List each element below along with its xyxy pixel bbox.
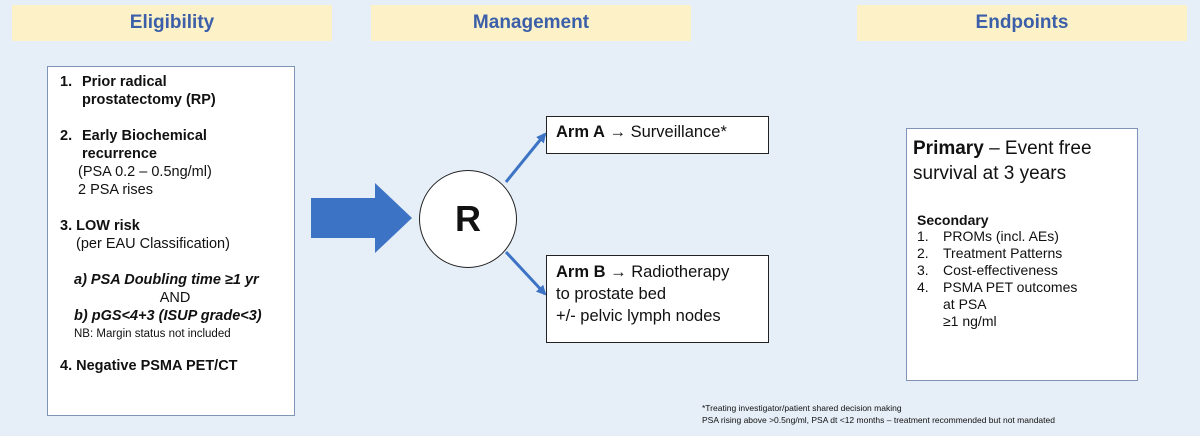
primary-endpoint: Primary – Event free survival at 3 years <box>913 138 1092 184</box>
elig-item-3: 3. LOW risk <box>60 218 140 234</box>
secondary-item: 3. Cost-effectiveness <box>917 262 1058 278</box>
arrow-to-arm-b <box>504 250 547 296</box>
secondary-title: Secondary <box>917 212 989 228</box>
secondary-item: 1. PROMs (incl. AEs) <box>917 228 1059 244</box>
elig-item-4: 4. Negative PSMA PET/CT <box>60 358 238 374</box>
eligibility-box: 1. Prior radical prostatectomy (RP) 2. E… <box>47 66 295 416</box>
endpoints-header: Endpoints <box>857 5 1187 41</box>
block-arrow-icon <box>311 183 412 253</box>
elig-item-1: 1. Prior radical prostatectomy (RP) <box>60 74 216 108</box>
eligibility-header: Eligibility <box>12 5 332 41</box>
arrow-right-icon: → <box>609 123 627 141</box>
secondary-item: 2. Treatment Patterns <box>917 245 1063 261</box>
arrow-to-arm-a <box>504 132 547 183</box>
elig-item-2: 2. Early Biochemical recurrence <box>60 128 207 162</box>
randomization-circle: R <box>419 170 517 268</box>
management-header: Management <box>371 5 691 41</box>
elig-criterion-a: a) PSA Doubling time ≥1 yr <box>74 272 259 288</box>
elig-note: NB: Margin status not included <box>74 328 231 340</box>
arm-a-box: Arm A → Surveillance* <box>546 116 769 154</box>
arrow-right-icon: → <box>610 263 627 281</box>
secondary-item: 4. PSMA PET outcomes at PSA ≥1 ng/ml <box>917 279 1078 329</box>
endpoints-box: Primary – Event free survival at 3 years… <box>906 128 1138 381</box>
arm-b-box: Arm B → Radiotherapy to prostate bed +/-… <box>546 255 769 343</box>
footnote: *Treating investigator/patient shared de… <box>702 403 1055 425</box>
elig-criterion-b: b) pGS<4+3 (ISUP grade<3) <box>74 308 262 324</box>
